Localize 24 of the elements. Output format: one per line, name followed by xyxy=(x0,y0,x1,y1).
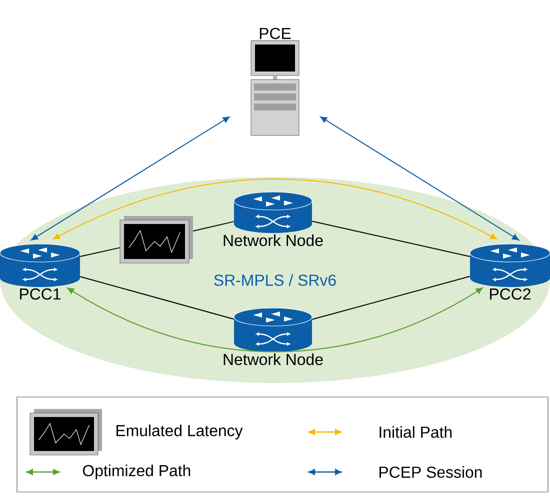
legend-label: Emulated Latency xyxy=(116,424,243,440)
router-drawing: Network Node xyxy=(224,192,323,246)
legend-label: Initial Path xyxy=(380,426,452,438)
node-label: PCC2 xyxy=(490,288,530,300)
router-drawing: PCC1 xyxy=(0,244,80,300)
legend-label: PCEP Session xyxy=(380,466,482,478)
node-label: PCC1 xyxy=(20,288,60,300)
link-line xyxy=(80,276,234,320)
arrow xyxy=(67,288,483,352)
node-label: Network Node xyxy=(224,353,323,366)
link-line xyxy=(312,276,470,320)
link-line xyxy=(312,220,470,258)
node-label: PCE xyxy=(260,28,291,40)
link-line xyxy=(80,247,120,258)
arrow xyxy=(53,178,497,240)
monitor-drawing xyxy=(120,216,193,264)
link-line xyxy=(192,221,234,232)
arrow xyxy=(320,116,519,240)
arrow xyxy=(31,116,230,240)
legend-label: Optimized Path xyxy=(82,464,190,480)
router-drawing: PCC2 xyxy=(470,244,550,300)
node-label: Network Node xyxy=(224,234,323,246)
server-drawing: PCE xyxy=(250,28,300,136)
router-drawing: Network Node xyxy=(224,308,323,366)
